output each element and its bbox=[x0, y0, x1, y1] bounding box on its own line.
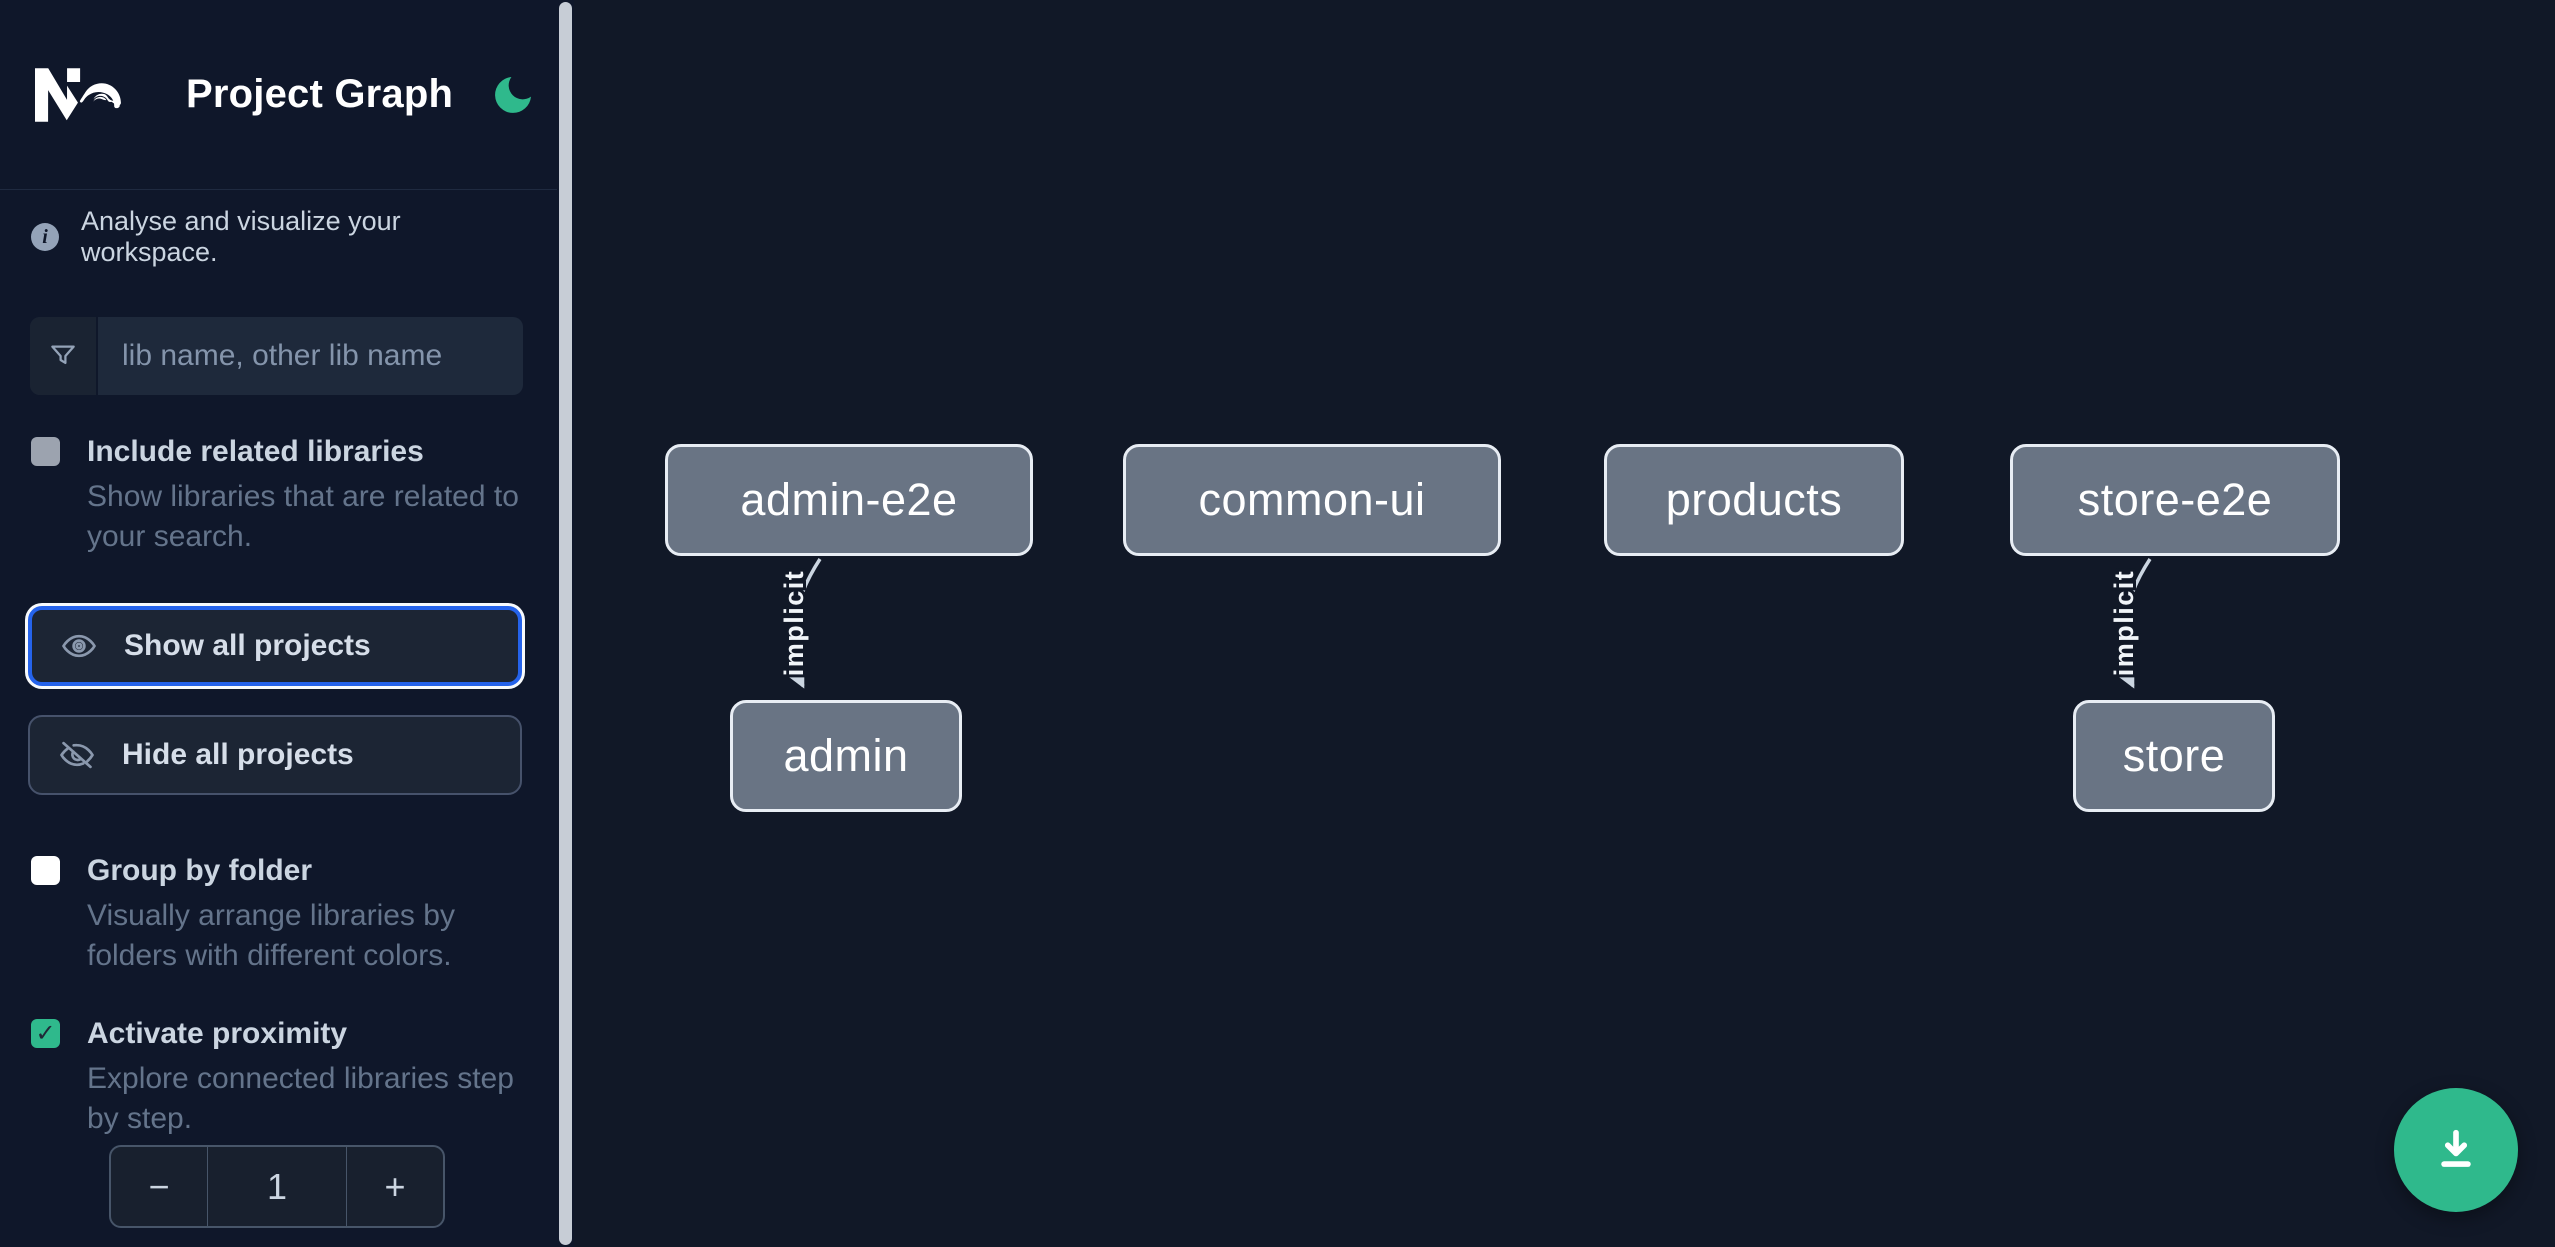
sidebar-scrollbar[interactable] bbox=[557, 0, 574, 1247]
sidebar-header: Project Graph bbox=[0, 0, 557, 190]
eye-off-icon bbox=[60, 741, 94, 769]
graph-node-store-e2e[interactable]: store-e2e bbox=[2010, 444, 2340, 556]
project-graph-canvas[interactable]: implicit implicit admin-e2e common-ui produ… bbox=[574, 0, 2555, 1247]
graph-edge-store-e2e-store[interactable] bbox=[2117, 558, 2152, 689]
nx-logo bbox=[35, 67, 121, 122]
eye-icon bbox=[62, 634, 96, 658]
download-icon bbox=[2441, 1129, 2471, 1167]
download-graph-button[interactable] bbox=[2394, 1088, 2518, 1212]
group-by-folder-checkbox[interactable] bbox=[31, 856, 60, 885]
info-icon: i bbox=[31, 223, 59, 251]
hide-all-projects-label: Hide all projects bbox=[122, 738, 354, 771]
graph-edge-admin-e2e-admin[interactable] bbox=[787, 558, 822, 689]
activate-proximity-description: Explore connected libraries step by step… bbox=[87, 1062, 514, 1136]
sidebar-scrollbar-thumb[interactable] bbox=[559, 2, 572, 1245]
proximity-increment-button[interactable]: + bbox=[347, 1147, 443, 1226]
proximity-depth-value: 1 bbox=[207, 1147, 347, 1226]
filter-search-box bbox=[30, 317, 523, 395]
workspace-tagline-row: i Analyse and visualize your workspace. bbox=[31, 206, 517, 268]
show-all-projects-label: Show all projects bbox=[124, 629, 371, 662]
graph-edges-layer: implicit implicit bbox=[776, 558, 2152, 689]
edge-label-admin-e2e-admin: implicit bbox=[779, 570, 809, 677]
filter-icon-cell bbox=[30, 317, 98, 395]
moon-icon bbox=[495, 76, 532, 113]
group-by-folder-description: Visually arrange libraries by folders wi… bbox=[87, 899, 455, 973]
toggle-activate-proximity: ✓ Activate proximity Explore connected l… bbox=[31, 1014, 519, 1139]
activate-proximity-label: Activate proximity bbox=[87, 1017, 348, 1050]
group-by-folder-label: Group by folder bbox=[87, 854, 312, 887]
graph-node-admin-e2e[interactable]: admin-e2e bbox=[665, 444, 1033, 556]
theme-toggle-button[interactable] bbox=[489, 69, 537, 121]
activate-proximity-checkbox[interactable]: ✓ bbox=[31, 1019, 60, 1048]
filter-funnel-icon bbox=[51, 345, 75, 365]
edge-label-store-e2e-store: implicit bbox=[2109, 570, 2139, 677]
include-related-checkbox[interactable] bbox=[31, 437, 60, 466]
toggle-group-by-folder: Group by folder Visually arrange librari… bbox=[31, 851, 519, 976]
proximity-depth-stepper: − 1 + bbox=[109, 1145, 445, 1228]
proximity-decrement-button[interactable]: − bbox=[111, 1147, 207, 1226]
page-title: Project Graph bbox=[186, 72, 454, 116]
graph-node-store[interactable]: store bbox=[2073, 700, 2275, 812]
hide-all-projects-button[interactable]: Hide all projects bbox=[28, 715, 522, 795]
show-all-projects-button[interactable]: Show all projects bbox=[28, 606, 522, 686]
sidebar: Project Graph i Analyse and visualize yo… bbox=[0, 0, 557, 1247]
include-related-label: Include related libraries bbox=[87, 435, 424, 468]
toggle-include-related: Include related libraries Show libraries… bbox=[31, 432, 519, 557]
include-related-description: Show libraries that are related to your … bbox=[87, 480, 519, 554]
graph-node-admin[interactable]: admin bbox=[730, 700, 962, 812]
graph-node-common-ui[interactable]: common-ui bbox=[1123, 444, 1501, 556]
search-input[interactable] bbox=[98, 317, 523, 395]
workspace-tagline: Analyse and visualize your workspace. bbox=[81, 206, 401, 267]
graph-node-products[interactable]: products bbox=[1604, 444, 1904, 556]
